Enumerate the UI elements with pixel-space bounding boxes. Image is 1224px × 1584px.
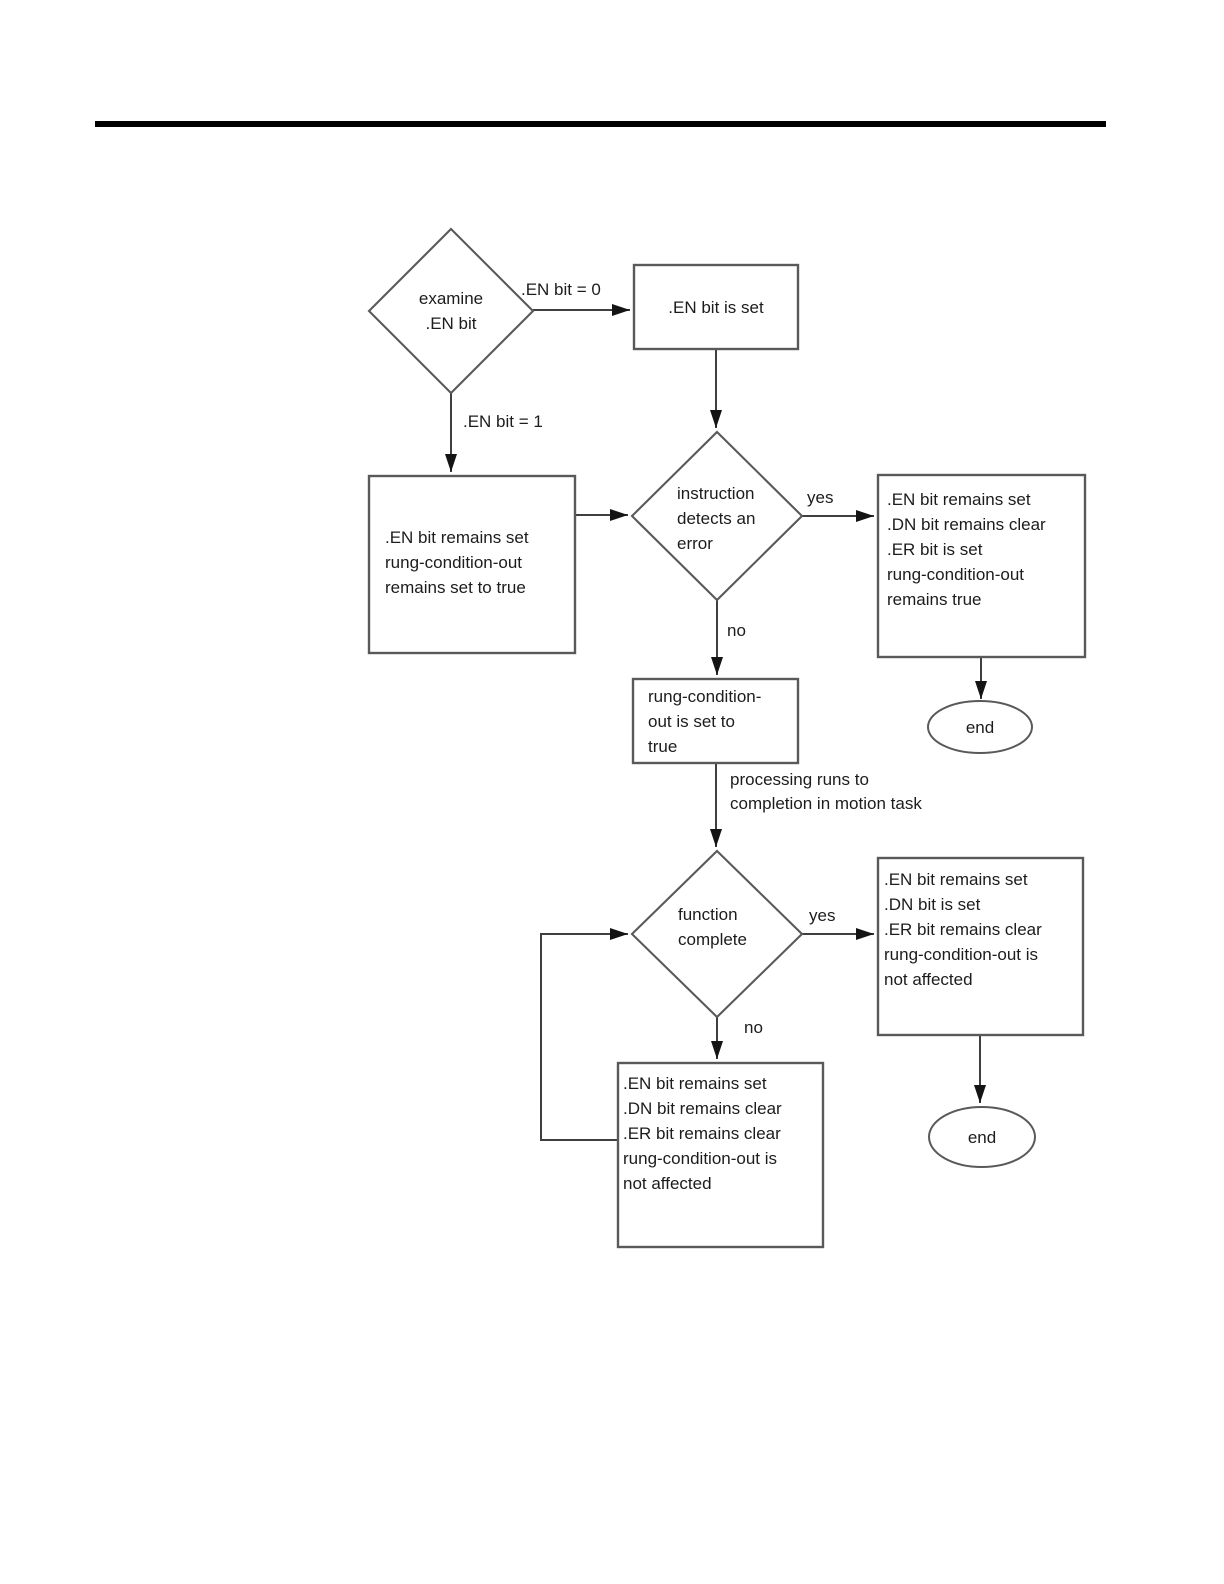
complete-result-label: .EN bit remains set .DN bit is set .ER b… [884,870,1042,989]
end-terminator-1 [927,700,1033,754]
examine-en-bit-label: examine .EN bit [418,289,484,333]
complete-result-box [876,856,1085,1037]
en-bit-is-set-box [632,263,800,351]
en-bit-remains-label: .EN bit remains set rung-condition-out r… [385,528,529,597]
instruction-error-label: instruction detects an error [677,484,756,553]
en-bit-is-set-label: .EN bit is set [668,297,764,317]
error-result-label: .EN bit remains set .DN bit remains clea… [887,490,1046,609]
end-label-1: end [965,717,995,737]
incomplete-result-label: .EN bit remains set .DN bit remains clea… [623,1074,782,1193]
header-rule [95,121,1106,127]
edge-label-no-1: no [727,621,746,640]
edge-label-en-bit-0: .EN bit = 0 [521,280,601,299]
edge-label-yes-1: yes [807,488,834,507]
rung-condition-box [631,677,800,765]
function-complete-diamond [630,849,804,1019]
incomplete-result-box [616,1061,825,1249]
error-result-box [876,473,1087,659]
end-label-2: end [967,1127,997,1147]
edge-label-en-bit-1: .EN bit = 1 [463,412,543,431]
instruction-error-diamond [630,430,804,602]
end-terminator-2 [928,1106,1036,1168]
examine-en-bit-diamond [367,227,535,395]
edge-label-yes-2: yes [809,906,836,925]
edge-label-processing: processing runs to completion in motion … [730,770,922,813]
en-bit-remains-box [367,474,577,655]
function-complete-label: function complete [678,905,747,949]
edge-label-no-2: no [744,1018,763,1037]
rung-condition-label: rung-condition- out is set to true [648,687,762,756]
edge-incomplete-loop-back [540,928,628,1141]
